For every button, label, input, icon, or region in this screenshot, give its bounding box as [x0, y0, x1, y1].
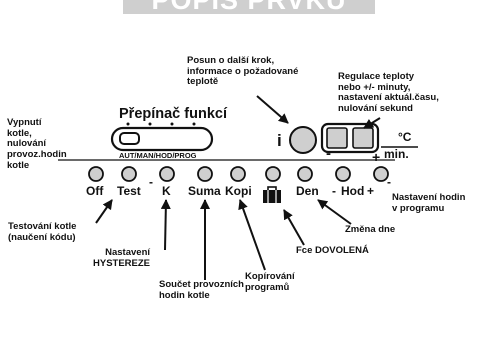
label-posun-text: Posun o další krok, informace o požadova…: [187, 55, 299, 88]
function-selector-knob[interactable]: [119, 132, 140, 145]
label-soucet-text: Součet provozních hodin kotle: [159, 279, 244, 301]
arrow-hystereze: [160, 199, 171, 251]
label-kopirovani-text: Kopírování programů: [245, 271, 295, 293]
selector-position-dots: [126, 122, 196, 126]
btn-label-minus-1: -: [149, 175, 153, 189]
label-unit-c: °C: [398, 130, 412, 144]
label-vypnuti-text: Vypnutí kotle, nulování provoz.hodin kot…: [7, 117, 67, 171]
btn-hod-minus[interactable]: [335, 166, 351, 182]
btn-label-k: K: [162, 184, 171, 198]
btn-label-minus-2: -: [332, 184, 336, 198]
label-testovani: Testování kotle (naučení kódu): [8, 221, 77, 243]
btn-suma[interactable]: [197, 166, 213, 182]
btn-label-kopi: Kopi: [225, 184, 252, 198]
label-soucet: Součet provozních hodin kotle: [159, 279, 244, 301]
btn-label-test: Test: [117, 184, 141, 198]
label-posun: Posun o další krok, informace o požadova…: [187, 55, 299, 88]
btn-label-off: Off: [86, 184, 104, 198]
rocker-minus[interactable]: [326, 127, 348, 149]
label-prepinac-modes: AUT/MAN/HOD/PROG: [119, 151, 197, 160]
btn-label-minus-3: -: [387, 175, 391, 189]
btn-test[interactable]: [121, 166, 137, 182]
arrow-zmena-dne: [317, 199, 352, 225]
btn-dovolena[interactable]: [265, 166, 281, 182]
label-nastaveni-hodin: Nastavení hodin v programu: [392, 192, 466, 214]
label-nastaveni-hodin-text: Nastavení hodin v programu: [392, 192, 466, 214]
arrow-dovolena: [283, 209, 305, 246]
arrow-kopirovani: [238, 199, 266, 271]
label-regulace-text: Regulace teploty nebo +/- minuty, nastav…: [338, 71, 439, 114]
label-prepinac: Přepínač funkcí: [119, 106, 227, 122]
button-row: [88, 166, 389, 182]
label-rocker-plus: +: [372, 149, 381, 165]
label-zmena-dne: Změna dne: [345, 224, 396, 235]
pointer-arrows: [95, 95, 381, 280]
btn-label-hod: Hod: [341, 184, 365, 198]
btn-label-suma: Suma: [188, 184, 221, 198]
btn-label-plus: +: [367, 184, 375, 198]
rocker-plus[interactable]: [352, 127, 374, 149]
btn-label-den: Den: [296, 184, 319, 198]
suitcase-icon: [263, 186, 281, 203]
label-fce-dovolena: Fce DOVOLENÁ: [296, 245, 369, 256]
title-tab: POPIS PRVKŮ: [123, 0, 375, 14]
label-regulace: Regulace teploty nebo +/- minuty, nastav…: [338, 71, 439, 115]
btn-den[interactable]: [297, 166, 313, 182]
btn-off[interactable]: [88, 166, 104, 182]
btn-kopi[interactable]: [230, 166, 246, 182]
arrow-testovani: [95, 199, 113, 224]
label-kopirovani: Kopírování programů: [245, 271, 295, 293]
arrow-regulace: [363, 117, 381, 129]
info-next-button[interactable]: [289, 126, 317, 154]
label-hystereze-text: Nastavení HYSTEREZE: [93, 247, 151, 269]
label-info-i: i: [277, 131, 282, 150]
label-unit-min: min.: [384, 147, 409, 161]
label-hystereze: Nastavení HYSTEREZE: [93, 247, 151, 269]
btn-hod-plus[interactable]: [373, 166, 389, 182]
label-rocker-minus: -: [326, 145, 331, 162]
label-vypnuti: Vypnutí kotle, nulování provoz.hodin kot…: [7, 117, 67, 171]
label-testovani-text: Testování kotle (naučení kódu): [8, 221, 77, 243]
btn-k[interactable]: [159, 166, 175, 182]
arrow-posun: [256, 95, 289, 124]
page-title: POPIS PRVKŮ: [151, 0, 347, 15]
